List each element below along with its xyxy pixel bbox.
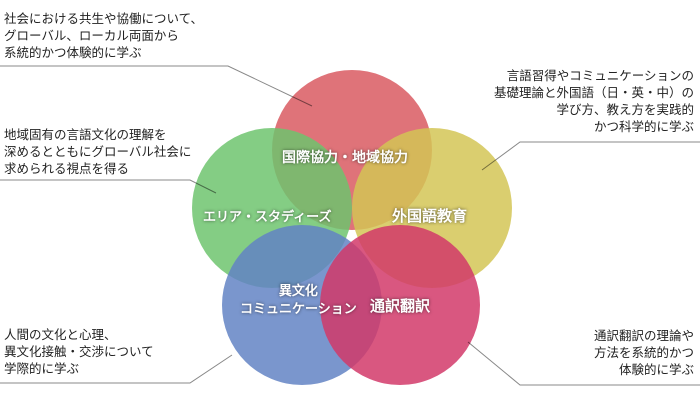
leader-line-area bbox=[0, 179, 217, 194]
label-area: エリア・スタディーズ bbox=[203, 210, 332, 225]
desc-area: 地域固有の言語文化の理解を 深めるとともにグローバル社会に 求められる視点を得る bbox=[4, 127, 192, 176]
leader-line-lang bbox=[481, 141, 700, 171]
leader-line-trans bbox=[467, 341, 700, 386]
leader-line-cross bbox=[0, 354, 233, 384]
label-trans: 通訳翻訳 bbox=[370, 297, 431, 315]
label-intl: 国際協力・地域協力 bbox=[282, 150, 408, 166]
label-cross: 異文化 コミュニケーション bbox=[240, 284, 357, 317]
desc-intl: 社会における共生や協働について、 グローバル、ローカル両面から 系統的かつ体験的… bbox=[4, 11, 204, 60]
desc-cross: 人間の文化と心理、 異文化接触・交渉について 学際的に学ぶ bbox=[4, 327, 154, 376]
label-lang: 外国語教育 bbox=[392, 207, 468, 225]
desc-lang: 言語習得やコミュニケーションの 基礎理論と外国語（日・英・中）の 学び方、教え方… bbox=[493, 68, 694, 134]
circle-trans bbox=[320, 225, 480, 385]
desc-trans: 通訳翻訳の理論や 方法を系統的かつ 体験的に学ぶ bbox=[593, 328, 694, 377]
leader-line-intl bbox=[0, 65, 313, 107]
